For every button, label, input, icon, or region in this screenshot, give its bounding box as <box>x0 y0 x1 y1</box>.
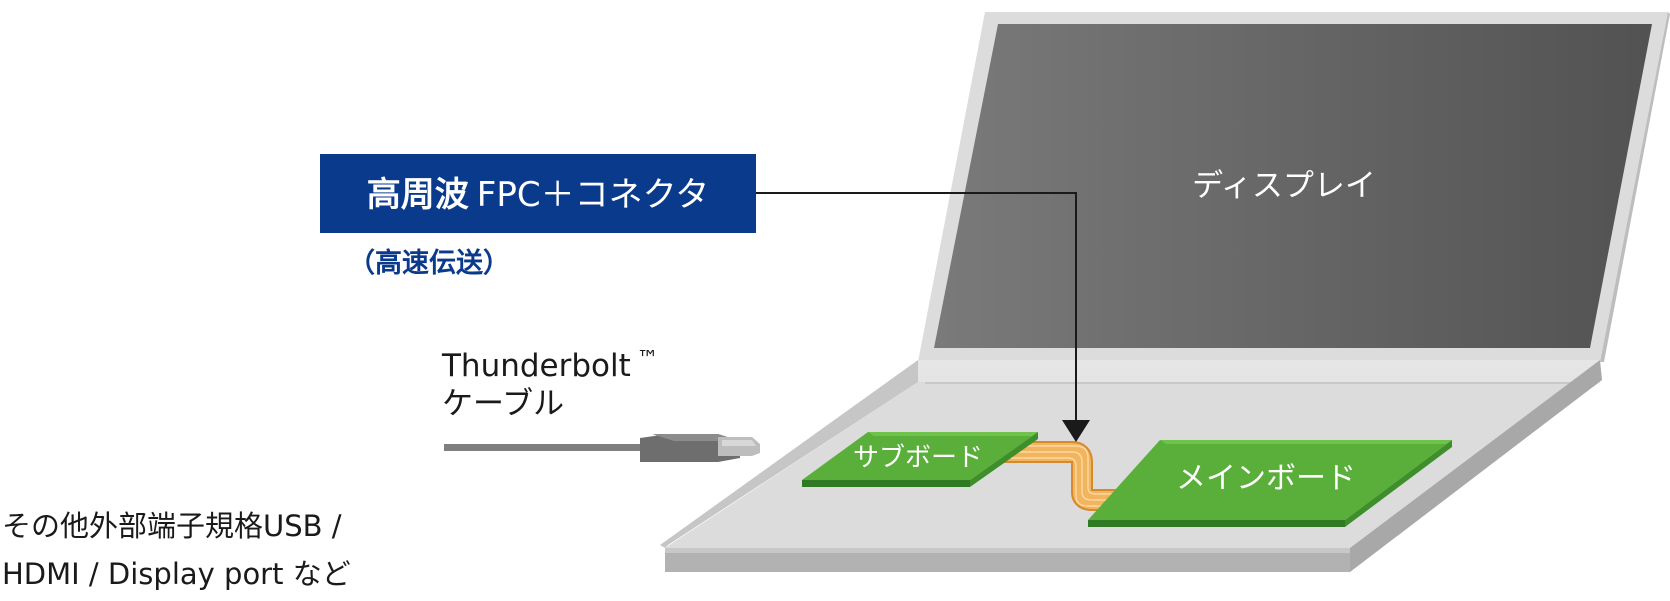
thunderbolt-cable <box>444 434 760 462</box>
fpc-title-sub: FPC＋コネクタ <box>477 175 709 215</box>
fpc-flex-cable <box>990 441 1132 511</box>
fpc-subtitle: （高速伝送） <box>348 247 510 279</box>
display-label: ディスプレイ <box>1192 168 1376 204</box>
thunderbolt-label-line2: ケーブル <box>442 386 564 422</box>
fpc-callout-box <box>320 154 756 233</box>
thunderbolt-tm: ™ <box>637 347 659 372</box>
down-arrow-icon <box>1062 420 1090 442</box>
other-ports-line2: HDMI / Display port など <box>2 557 351 591</box>
main-board-label: メインボード <box>1176 461 1356 496</box>
sub-board-label: サブボード <box>853 443 983 473</box>
laptop-base <box>660 360 1602 572</box>
main-board <box>1088 440 1452 527</box>
display-screen <box>934 24 1652 348</box>
callout-leader <box>756 192 1090 442</box>
other-ports-line1: その他外部端子規格USB / <box>2 509 342 543</box>
fpc-title-main: 高周波 <box>367 175 469 215</box>
sub-board <box>802 432 1038 487</box>
laptop-lid <box>918 12 1670 362</box>
thunderbolt-label-line1: Thunderbolt <box>441 348 631 384</box>
